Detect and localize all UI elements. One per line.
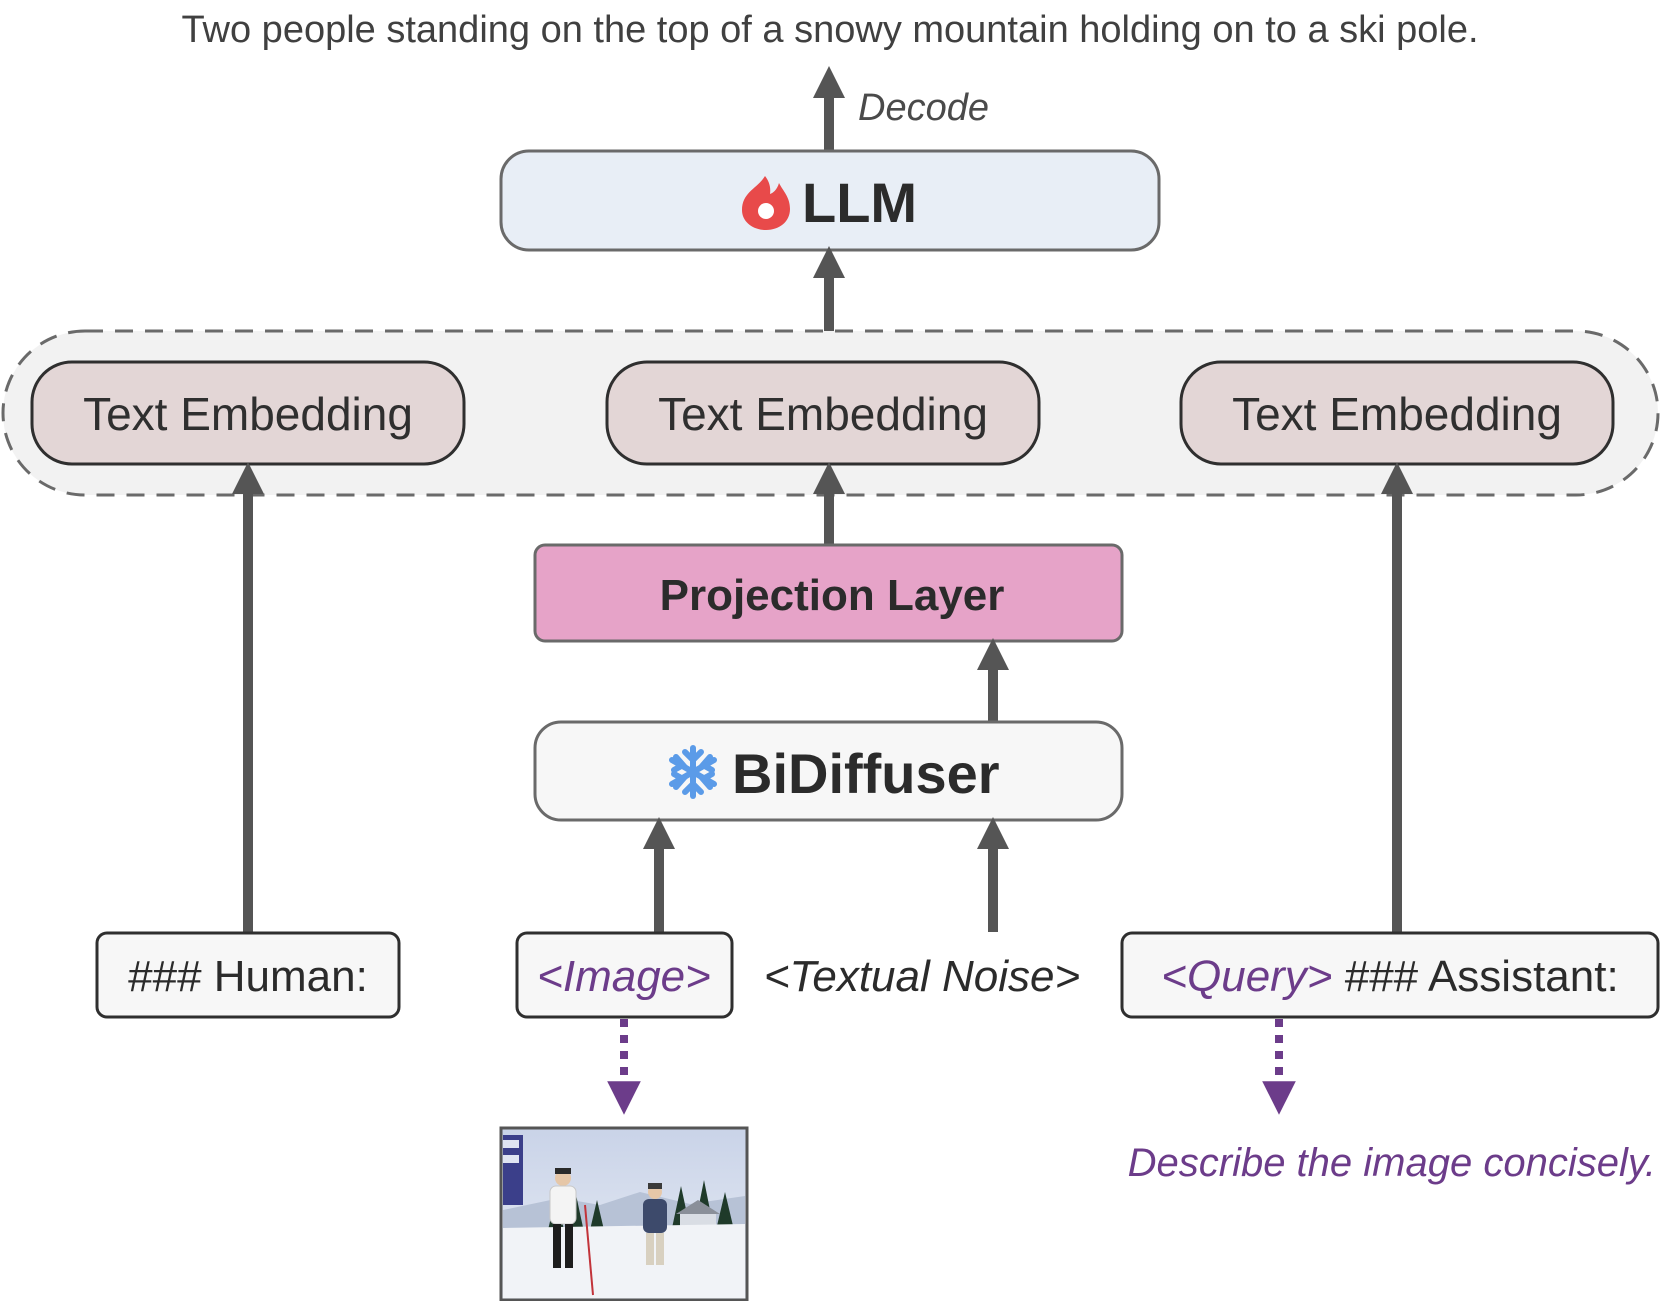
projection-layer: Projection Layer xyxy=(533,543,1124,643)
query-assistant-text: <Query> ### Assistant: xyxy=(1161,952,1618,1001)
query-assistant-box: <Query> ### Assistant: xyxy=(1120,931,1660,1019)
text-embedding-center: Text Embedding xyxy=(605,360,1041,466)
text-embedding-label: Text Embedding xyxy=(1232,388,1562,440)
projection-layer-label: Projection Layer xyxy=(660,571,1005,620)
human-token-label: ### Human: xyxy=(128,952,368,1001)
input-photo xyxy=(499,1126,749,1301)
bidiffuser-block: BiDiffuser xyxy=(533,720,1124,822)
bidiffuser-label: BiDiffuser xyxy=(732,742,1000,805)
human-token-box: ### Human: xyxy=(95,931,401,1019)
image-token-label: <Image> xyxy=(537,952,711,1001)
query-text: Describe the image concisely. xyxy=(1128,1141,1656,1185)
fire-icon xyxy=(742,176,790,230)
image-token-box: <Image> xyxy=(515,931,734,1019)
text-embedding-label: Text Embedding xyxy=(83,388,413,440)
llm-block: LLM xyxy=(499,149,1161,252)
llm-label: LLM xyxy=(802,171,917,234)
assistant-token-label: ### Assistant: xyxy=(1333,952,1619,1001)
query-token-label: <Query> xyxy=(1161,952,1332,1001)
decode-label: Decode xyxy=(858,87,989,129)
text-embedding-label: Text Embedding xyxy=(658,388,988,440)
snowflake-icon xyxy=(669,745,717,799)
text-embedding-left: Text Embedding xyxy=(30,360,466,466)
generated-caption: Two people standing on the top of a snow… xyxy=(181,9,1478,51)
text-embedding-right: Text Embedding xyxy=(1179,360,1615,466)
textual-noise-label: <Textual Noise> xyxy=(764,952,1080,1001)
